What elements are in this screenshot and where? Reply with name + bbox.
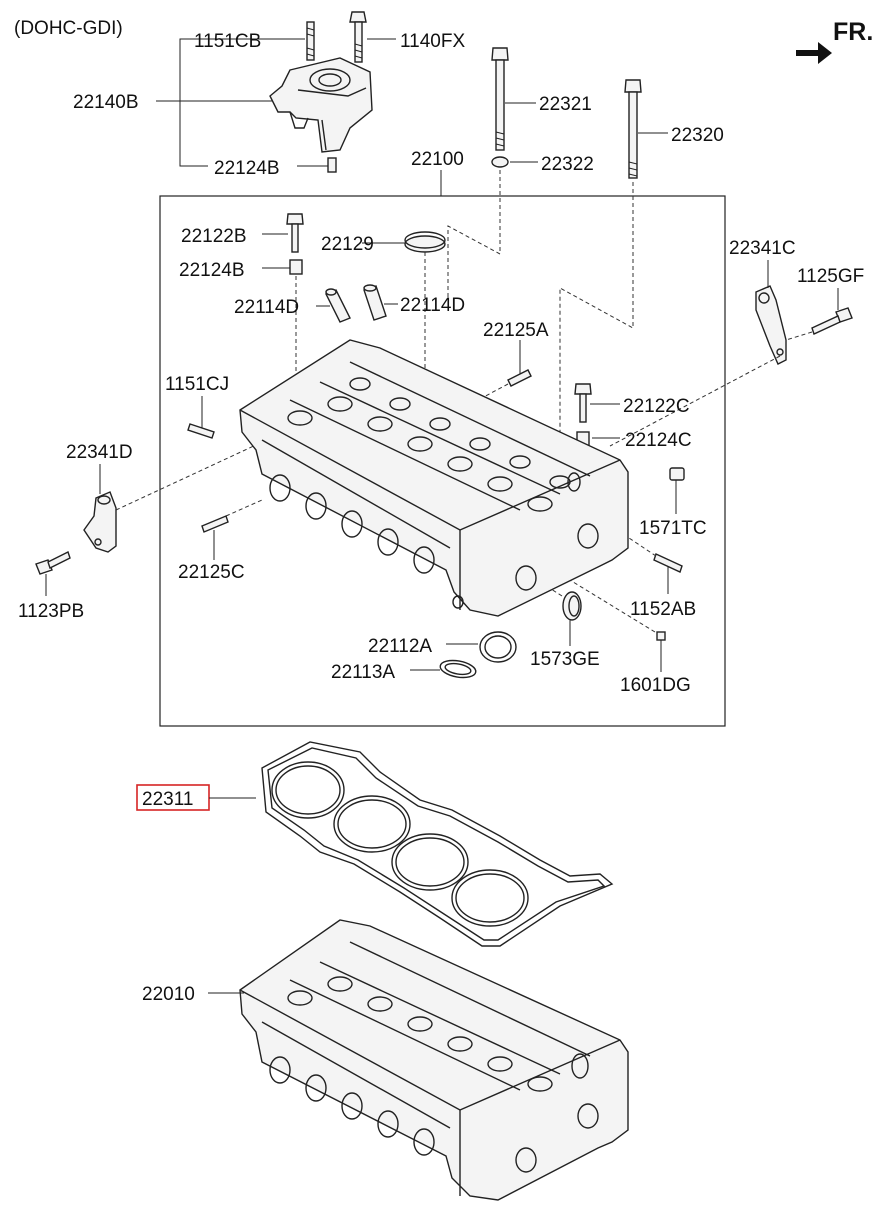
label-22100[interactable]: 22100 [411,149,464,170]
stud-22125c-icon [201,515,229,533]
front-arrow-icon [796,42,832,64]
stud-22125c-path [225,499,263,517]
bracket-22341c-icon [755,285,787,365]
label-22124b-top[interactable]: 22124B [214,158,280,179]
oring-22112a-icon [479,631,517,663]
label-22124b[interactable]: 22124B [179,260,245,281]
bolt-22321-icon [491,47,509,151]
stud-1152ab-icon [653,553,683,573]
label-1601dg[interactable]: 1601DG [620,675,691,696]
label-1573ge[interactable]: 1573GE [530,649,600,670]
head-gasket-22311-icon [261,741,614,947]
label-22320[interactable]: 22320 [671,125,724,146]
bolt-22122b-icon [286,213,304,253]
label-1152ab[interactable]: 1152AB [630,599,696,620]
label-22113a[interactable]: 22113A [331,662,395,683]
bracket-22140b-group [179,38,208,167]
cylinder-head-upper-icon [239,339,629,617]
label-22010[interactable]: 22010 [142,984,195,1005]
bolt-1125gf-icon [811,307,853,335]
bolt-22320-icon [624,79,642,179]
label-1151cj[interactable]: 1151CJ [165,374,229,395]
label-22341c[interactable]: 22341C [729,238,796,259]
label-22322[interactable]: 22322 [541,154,594,175]
stud-22125a-icon [507,369,532,387]
plug-1571tc-icon [669,467,685,481]
label-22125c[interactable]: 22125C [178,562,245,583]
washer-22322-icon [491,156,509,168]
label-1151cb[interactable]: 1151CB [194,31,261,52]
dowel-1601dg-path [559,573,656,633]
dowel-1601dg-icon [656,631,666,641]
bolt-22122c-icon [574,383,592,423]
label-1125gf[interactable]: 1125GF [797,266,864,287]
seal-1573ge-icon [562,591,582,621]
bracket-22341d-icon [83,491,117,553]
label-1123pb[interactable]: 1123PB [18,601,84,622]
bolt-1140fx-icon [349,11,367,63]
label-22124c[interactable]: 22124C [625,430,692,451]
plug-22129-icon [404,231,446,253]
label-1571tc[interactable]: 1571TC [639,518,707,539]
stud-1151cb-icon [306,21,315,61]
dowel-22124b-icon [289,259,303,275]
label-22311[interactable]: 22311 [142,789,193,810]
label-22114d-right[interactable]: 22114D [400,295,465,316]
bracket-22341d-path [115,443,259,511]
label-1140fx[interactable]: 1140FX [400,31,465,52]
bolt-1123pb-icon [35,551,71,575]
bolt-22321-path [447,170,501,300]
variant-label: (DOHC-GDI) [14,18,123,39]
label-22140b[interactable]: 22140B [73,92,139,113]
tube-22114d-right-icon [363,284,387,321]
label-22122c[interactable]: 22122C [623,396,690,417]
gasket-22113a-icon [439,659,477,679]
label-22114d-left[interactable]: 22114D [234,297,299,318]
front-direction-indicator: FR. [796,18,873,64]
label-22129[interactable]: 22129 [321,234,374,255]
bolt-22320-path [559,182,634,480]
label-22122b[interactable]: 22122B [181,226,247,247]
label-22112a[interactable]: 22112A [368,636,432,657]
housing-22140b-icon [269,57,373,153]
cylinder-head-assembly-box [159,195,726,727]
cylinder-head-22010-icon [239,919,629,1201]
label-22125a[interactable]: 22125A [483,320,549,341]
dowel-22124b-top-icon [327,157,337,173]
label-22321[interactable]: 22321 [539,94,592,115]
front-label: FR. [833,18,873,46]
stud-1151cj-icon [187,423,215,439]
label-22341d[interactable]: 22341D [66,442,133,463]
bolt-1125gf-path [785,331,813,341]
tube-22114d-left-icon [325,288,351,323]
